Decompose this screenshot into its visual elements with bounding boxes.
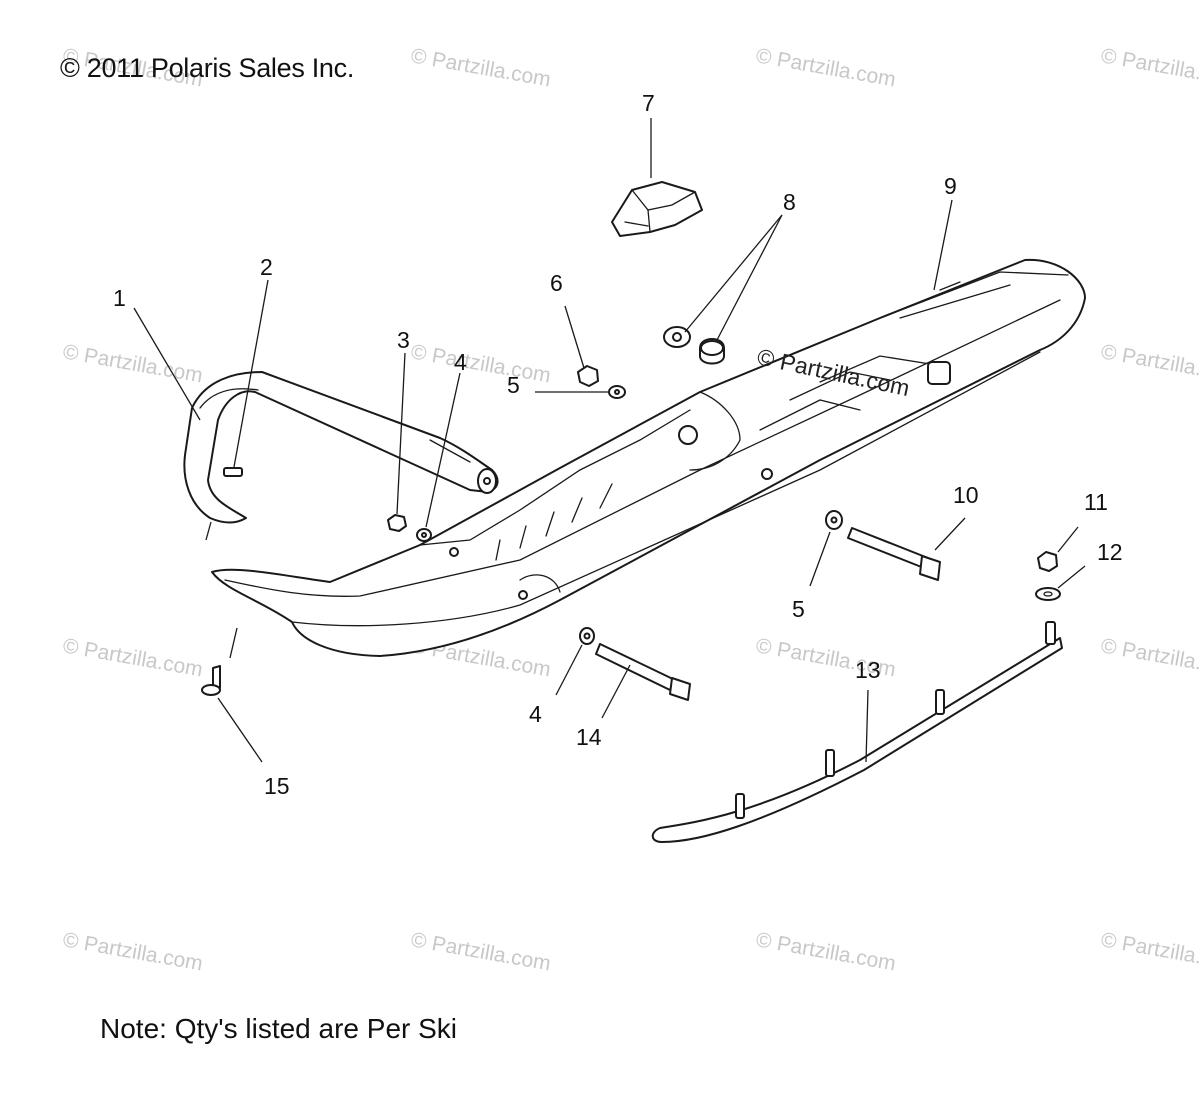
carbide-runner-part-13: [651, 621, 1063, 843]
pad-part-7: [611, 181, 703, 237]
watermark: © Partzilla.com: [409, 928, 552, 975]
watermark: © Partzilla.com: [1099, 928, 1200, 975]
watermark: © Partzilla.com: [409, 340, 552, 387]
note-text: Note: Qty's listed are Per Ski: [100, 1013, 458, 1044]
callout-1: 1: [113, 285, 126, 311]
watermark: © Partzilla.com: [1099, 340, 1200, 387]
copyright-text: © 2011 Polaris Sales Inc.: [60, 53, 355, 83]
callout-4-lower: 4: [529, 701, 542, 727]
watermark: © Partzilla.com: [409, 44, 552, 91]
callout-5: 5: [507, 372, 520, 398]
callout-labels: 1 2 3 4 5 6 7 8 9 10 11 12 13 14 15 4 5: [113, 90, 1123, 799]
watermark: © Partzilla.com: [61, 340, 204, 387]
callout-13: 13: [855, 657, 881, 683]
washer-part-12: [1035, 587, 1061, 601]
callout-15: 15: [264, 773, 290, 799]
callout-11: 11: [1084, 489, 1108, 515]
nut-part-3: [387, 514, 407, 532]
callout-2: 2: [260, 254, 273, 280]
callout-3: 3: [397, 327, 410, 353]
callout-6: 6: [550, 270, 563, 296]
pin-part-15: [201, 665, 221, 696]
nut-part-11: [1037, 551, 1058, 572]
ski-loop: [183, 371, 499, 524]
watermark: © Partzilla.com: [754, 928, 897, 975]
callout-5-lower: 5: [792, 596, 805, 622]
watermark: © Partzilla.com: [1099, 44, 1200, 91]
callout-8: 8: [783, 189, 796, 215]
leader-lines: [133, 118, 1086, 763]
watermark: © Partzilla.com: [754, 44, 897, 91]
watermark: © Partzilla.com: [1099, 634, 1200, 681]
callout-7: 7: [642, 90, 655, 116]
callout-14: 14: [576, 724, 602, 750]
watermark: © Partzilla.com: [61, 928, 204, 975]
nut-part-6: [577, 365, 599, 387]
callout-4: 4: [454, 349, 467, 375]
callout-12: 12: [1097, 539, 1123, 565]
callout-9: 9: [944, 173, 957, 199]
watermark: © Partzilla.com: [61, 634, 204, 681]
callout-10: 10: [953, 482, 979, 508]
bolt-part-14: [595, 643, 691, 701]
rivet-part-2: [223, 467, 243, 477]
bolt-part-10: [847, 527, 941, 581]
ski-body: [211, 258, 1086, 657]
